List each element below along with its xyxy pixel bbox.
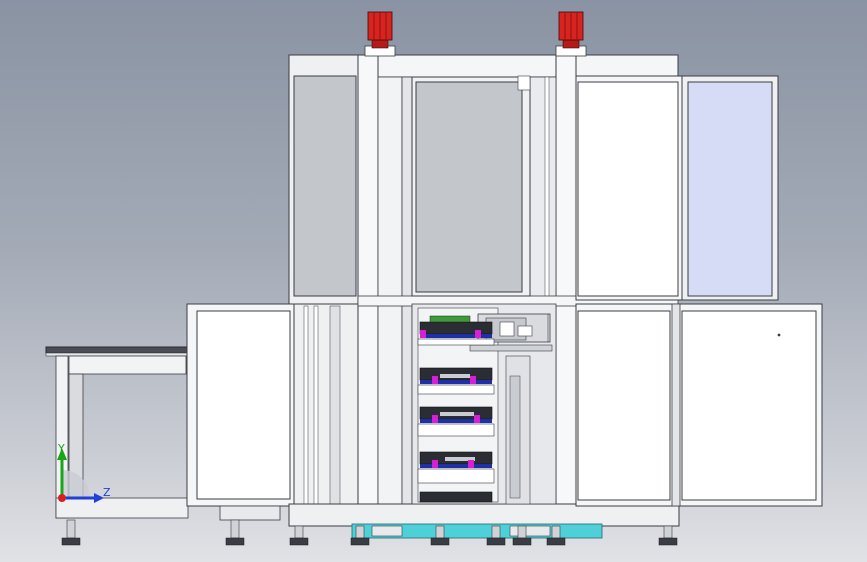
upper-left-panel: [288, 54, 360, 305]
base-plate: [351, 523, 603, 539]
axis-label-z: Z: [103, 486, 111, 499]
tray-magazine: [411, 303, 557, 505]
leveling-foot-icon: [289, 525, 309, 546]
tray-5: [419, 491, 493, 503]
tray-2: [417, 367, 495, 395]
leveling-foot-icon: [512, 525, 532, 546]
upper-center-panel: [411, 75, 531, 297]
left-cabinet: [186, 303, 361, 521]
upper-right-panels: [575, 75, 779, 301]
left-conveyor-table: [45, 346, 189, 519]
leveling-foot-icon: [486, 525, 506, 546]
leveling-foot-icon: [61, 519, 81, 546]
main-frame: [288, 54, 680, 527]
tray-3: [417, 406, 495, 437]
leveling-foot-icon: [350, 525, 370, 546]
leveling-foot-icon: [225, 519, 245, 546]
leveling-foot-icon: [546, 525, 566, 546]
tray-1: [417, 315, 495, 346]
leveling-foot-icon: [430, 525, 450, 546]
motor-icon: [364, 11, 396, 57]
coordinate-triad-icon[interactable]: Y Z: [57, 442, 111, 503]
axis-label-y: Y: [57, 442, 65, 455]
tray-4: [417, 451, 495, 484]
lower-right-cabinet: [575, 303, 823, 507]
motor-icon: [555, 11, 587, 57]
leveling-foot-icon: [658, 525, 678, 546]
